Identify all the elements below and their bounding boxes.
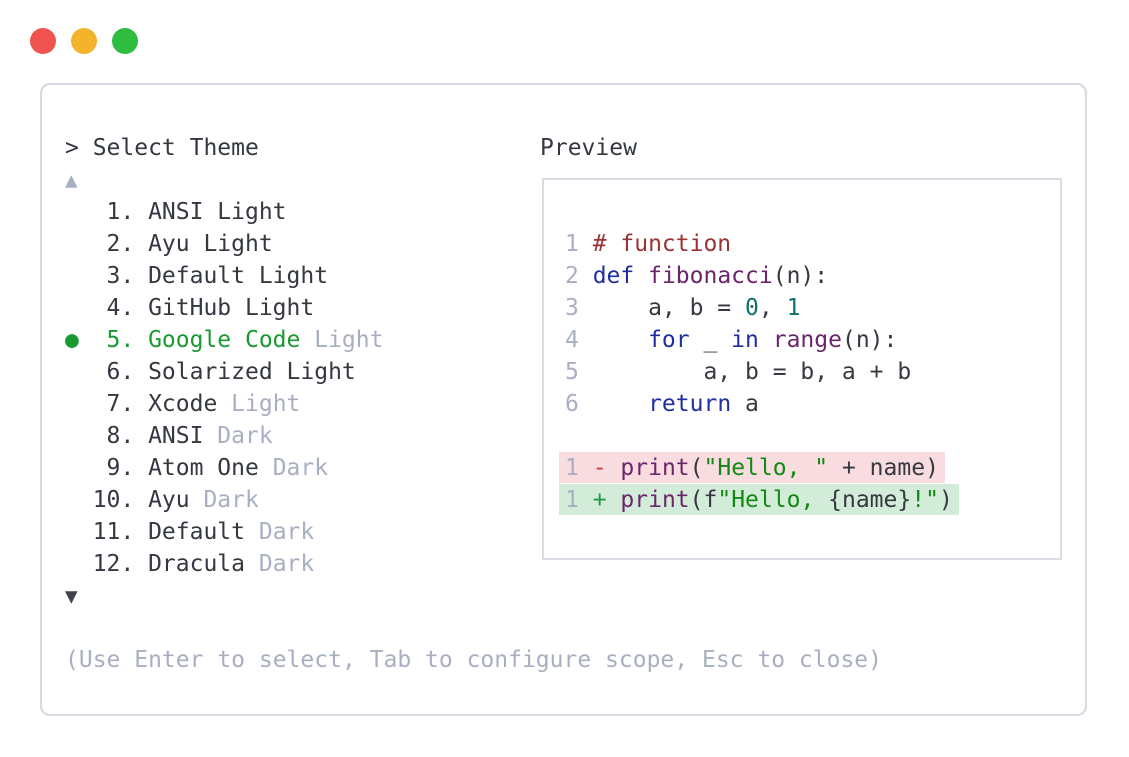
code-line: 5 a, b = b, a + b (565, 356, 959, 388)
item-name: Default (148, 519, 245, 545)
item-name: GitHub Light (148, 295, 315, 321)
line-number: 6 (565, 391, 579, 417)
theme-picker-left: > Select Theme ▲ 1. ANSI Light 2. Ayu Light 3… (65, 132, 882, 676)
item-name: ANSI (148, 423, 204, 449)
item-number: 3. (106, 263, 135, 289)
item-number: 12. (92, 551, 135, 577)
line-number: 2 (565, 263, 579, 289)
code-line: 1 + print(f"Hello, {name}!") (559, 484, 959, 516)
preview-code: 1 # function 2 def fibonacci(n): 3 a, b = 0,… (559, 228, 959, 516)
theme-list-item[interactable]: 11. Default Dark (65, 516, 882, 548)
theme-list-item[interactable]: 2. Ayu Light (65, 228, 882, 260)
item-name: Google Code (148, 327, 301, 353)
theme-list-item[interactable]: 12. Dracula Dark (65, 548, 882, 580)
code-text: a, b = b, a + b (592, 359, 912, 385)
scroll-up-icon[interactable]: ▲ (65, 168, 78, 192)
theme-list: 1. ANSI Light 2. Ayu Light 3. Default Light 4.… (65, 196, 882, 580)
item-name: Ayu Light (148, 231, 273, 257)
theme-list-item[interactable]: 7. Xcode Light (65, 388, 882, 420)
spacer-row (65, 612, 882, 644)
theme-list-item[interactable]: 4. GitHub Light (65, 292, 882, 324)
code-line: 6 return a (565, 388, 959, 420)
line-number: 4 (565, 327, 579, 353)
theme-list-item[interactable]: 10. Ayu Dark (65, 484, 882, 516)
item-name: Atom One (148, 455, 259, 481)
line-number: 1 (565, 455, 579, 481)
line-number: 1 (565, 487, 579, 513)
item-name: Default Light (148, 263, 329, 289)
selected-bullet-icon: ● (65, 327, 79, 353)
item-number: 6. (106, 359, 135, 385)
code-text: for _ in range(n): (648, 327, 898, 353)
item-number: 7. (106, 391, 135, 417)
item-variant-label: Dark (245, 519, 315, 545)
item-variant-label: Light (300, 327, 384, 353)
code-text: return a (648, 391, 759, 417)
code-blank-line (565, 420, 959, 452)
code-line: 1 # function (565, 228, 959, 260)
code-text: # function (592, 231, 732, 257)
item-name: ANSI Light (148, 199, 287, 225)
theme-list-item[interactable]: 9. Atom One Dark (65, 452, 882, 484)
prompt-row: > Select Theme (65, 132, 882, 164)
item-number: 4. (106, 295, 135, 321)
theme-list-item[interactable]: ● 5. Google Code Light (65, 324, 882, 356)
line-number: 3 (565, 295, 579, 321)
item-name: Xcode (148, 391, 218, 417)
code-text: - print("Hello, " + name) (592, 455, 939, 481)
dialog-title: Select Theme (92, 135, 259, 161)
prompt-caret-icon: > (65, 135, 79, 161)
theme-list-item[interactable]: 3. Default Light (65, 260, 882, 292)
code-line: 1 - print("Hello, " + name) (559, 452, 959, 484)
code-line: 2 def fibonacci(n): (565, 260, 959, 292)
item-variant-label: Light (217, 391, 301, 417)
item-number: 8. (106, 423, 135, 449)
theme-list-item[interactable]: 1. ANSI Light (65, 196, 882, 228)
zoom-button[interactable] (112, 28, 138, 54)
item-variant-label: Dark (245, 551, 315, 577)
code-text: a, b = 0, 1 (592, 295, 801, 321)
code-text: def fibonacci(n): (592, 263, 829, 289)
window-controls (30, 28, 138, 54)
item-variant-label: Dark (203, 423, 273, 449)
theme-list-item[interactable]: 8. ANSI Dark (65, 420, 882, 452)
item-variant-label: Dark (258, 455, 329, 481)
close-button[interactable] (30, 28, 56, 54)
item-number: 10. (92, 487, 135, 513)
item-number: 2. (106, 231, 135, 257)
code-text: + print(f"Hello, {name}!") (592, 487, 953, 513)
scroll-down-icon[interactable]: ▼ (65, 584, 78, 608)
item-number: 5. (106, 327, 135, 353)
preview-box: 1 # function 2 def fibonacci(n): 3 a, b = 0,… (542, 178, 1062, 560)
minimize-button[interactable] (71, 28, 97, 54)
code-line: 4 for _ in range(n): (565, 324, 959, 356)
theme-picker-dialog: > Select Theme ▲ 1. ANSI Light 2. Ayu Light 3… (40, 83, 1087, 716)
code-line: 3 a, b = 0, 1 (565, 292, 959, 324)
item-name: Ayu (148, 487, 190, 513)
item-number: 11. (92, 519, 135, 545)
item-variant-label: Dark (189, 487, 259, 513)
item-number: 9. (106, 455, 135, 481)
preview-label: Preview (540, 135, 637, 161)
item-name: Dracula (148, 551, 245, 577)
line-number: 5 (565, 359, 579, 385)
keyboard-hint: (Use Enter to select, Tab to configure s… (65, 647, 882, 673)
theme-list-item[interactable]: 6. Solarized Light (65, 356, 882, 388)
item-name: Solarized Light (148, 359, 356, 385)
item-number: 1. (106, 199, 135, 225)
line-number: 1 (565, 231, 579, 257)
